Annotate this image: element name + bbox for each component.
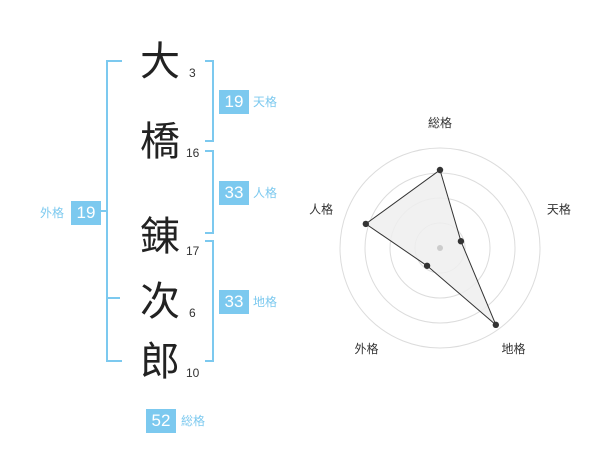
name-char-4: 次 [140, 279, 180, 325]
radar-point-2 [457, 238, 465, 245]
radar-point-4 [423, 262, 431, 269]
gaikaku-value: 19 [71, 201, 101, 225]
tenkaku-label: 天格 [253, 95, 278, 109]
chikaku-value: 33 [219, 290, 249, 314]
stroke-count-1: 3 [189, 66, 196, 80]
name-char-3: 錬 [140, 214, 180, 260]
gaikaku-bracket-mid [106, 297, 120, 299]
name-char-1: 大 [140, 39, 180, 85]
jinkaku-value: 33 [219, 181, 249, 205]
radar-axis-label-1: 総格 [428, 115, 452, 130]
radar-axis-label-3: 地格 [501, 341, 525, 356]
stroke-count-5: 10 [186, 366, 200, 380]
radar-ring-4 [339, 147, 541, 349]
stroke-count-2: 16 [186, 146, 200, 160]
soukaku-label: 総格 [181, 414, 206, 428]
tenkaku-bracket [205, 60, 214, 142]
gaikaku-bracket [106, 60, 122, 362]
radar-data-polygon [364, 169, 497, 326]
radar-point-1 [436, 166, 444, 174]
radar-axis-label-2: 天格 [547, 201, 571, 216]
gaikaku-bracket-tick [96, 210, 106, 212]
chikaku-bracket [205, 240, 214, 362]
radar-point-3 [492, 321, 500, 329]
soukaku-value: 52 [146, 409, 176, 433]
name-char-2: 橋 [140, 119, 180, 165]
chikaku-label: 地格 [253, 295, 278, 309]
jinkaku-bracket [205, 150, 214, 234]
radar-point-5 [362, 220, 370, 228]
radar-axis-label-5: 人格 [309, 201, 333, 216]
radar-center-dot [437, 245, 443, 251]
stroke-count-3: 17 [186, 244, 200, 258]
jinkaku-label: 人格 [253, 186, 278, 200]
gaikaku-label: 外格 [40, 206, 65, 220]
name-char-5: 郎 [140, 339, 180, 385]
radar-axis-label-4: 外格 [355, 341, 379, 356]
tenkaku-value: 19 [219, 90, 249, 114]
stroke-count-4: 6 [189, 306, 196, 320]
